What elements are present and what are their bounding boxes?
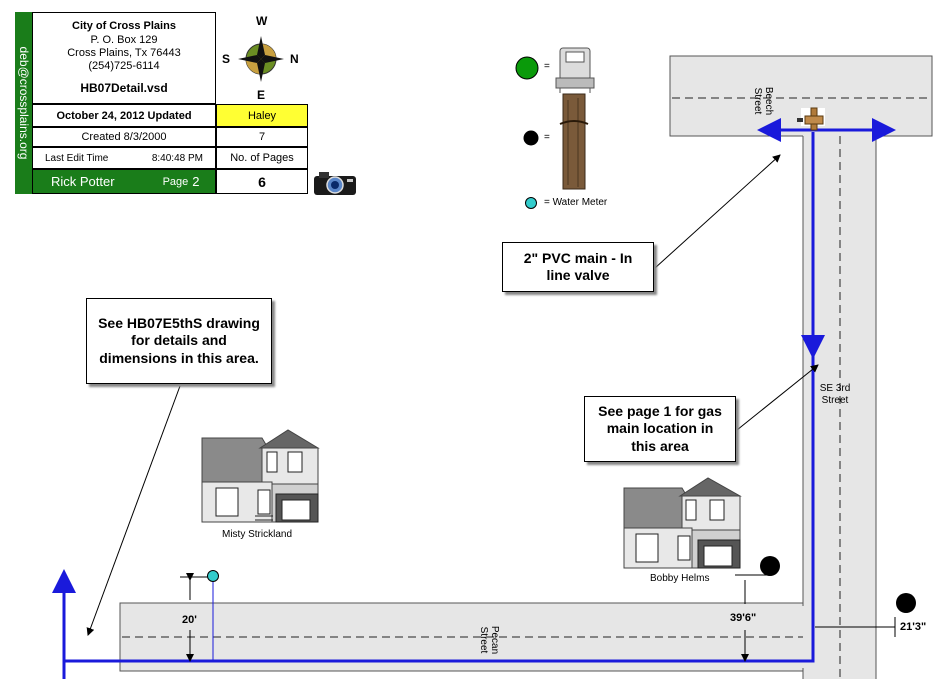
email-strip: deb@crossplains.org — [15, 12, 32, 194]
page-num: 2 — [192, 174, 200, 189]
gas-meter-icon — [555, 47, 595, 93]
house-misty-label: Misty Strickland — [222, 529, 293, 540]
org-info: City of Cross Plains P. O. Box 129 Cross… — [32, 12, 216, 104]
se3rd-street-label: SE 3rd Street — [819, 383, 851, 406]
dimension-20: 20' — [182, 614, 197, 626]
last-edit-cell: Last Edit Time 8:40:48 PM — [32, 147, 216, 169]
file-name: HB07Detail.vsd — [80, 81, 168, 96]
last-edit-label: Last Edit Time — [45, 152, 109, 164]
pages-label-cell: No. of Pages — [216, 147, 308, 169]
pecan-street-label: Pecan Street — [478, 625, 500, 655]
author-name: Rick Potter — [51, 174, 115, 189]
house-misty-icon — [201, 429, 320, 523]
compass-n: N — [290, 52, 299, 66]
legend-water-meter-dot — [525, 197, 537, 209]
callout-see-drawing: See HB07E5thS drawing for details and di… — [86, 298, 272, 384]
pvc-main-line — [52, 118, 896, 679]
editor-cell: Haley — [216, 104, 308, 127]
legend-eq-pole: = — [544, 132, 550, 143]
updated-cell: October 24, 2012 Updated — [32, 104, 216, 127]
org-address1: P. O. Box 129 — [90, 33, 158, 46]
legend-water-meter-label: = Water Meter — [544, 197, 608, 208]
pages-count-cell: 6 — [216, 169, 308, 194]
callout-pvc-main: 2" PVC main - In line valve — [502, 242, 654, 292]
water-meter-dot — [207, 570, 219, 582]
utility-pole-dot-2 — [896, 593, 916, 613]
callout-see-page: See page 1 for gas main location in this… — [584, 396, 736, 462]
se3rd-street — [803, 134, 876, 679]
page-label: Page — [162, 175, 189, 188]
compass-w: W — [256, 14, 268, 28]
house-bobby-icon — [623, 477, 742, 569]
org-phone: (254)725-6114 — [88, 59, 160, 72]
created-num-cell: 7 — [216, 127, 308, 147]
dimension-21-3: 21'3" — [900, 621, 927, 633]
inline-valve-icon — [797, 107, 825, 131]
beech-street-label: Beech Street — [752, 86, 774, 116]
legend-gas-meter-dot — [515, 56, 539, 80]
compass-e: E — [257, 88, 266, 102]
wood-pole-icon — [559, 93, 589, 190]
compass-rose-icon — [238, 36, 284, 82]
dimension-39-6: 39'6" — [730, 612, 757, 624]
created-cell: Created 8/3/2000 — [32, 127, 216, 147]
compass: W S N E — [220, 14, 304, 102]
camera-icon[interactable] — [313, 170, 357, 196]
legend-pole-dot — [523, 130, 539, 146]
org-name: City of Cross Plains — [72, 20, 176, 33]
utility-pole-dot — [760, 556, 780, 576]
last-edit-time: 8:40:48 PM — [151, 152, 203, 164]
compass-s: S — [222, 52, 231, 66]
org-address2: Cross Plains, Tx 76443 — [67, 46, 181, 59]
legend-eq-gas: = — [544, 61, 550, 72]
house-bobby-label: Bobby Helms — [650, 573, 710, 584]
author-cell: Rick Potter Page 2 — [32, 169, 216, 194]
